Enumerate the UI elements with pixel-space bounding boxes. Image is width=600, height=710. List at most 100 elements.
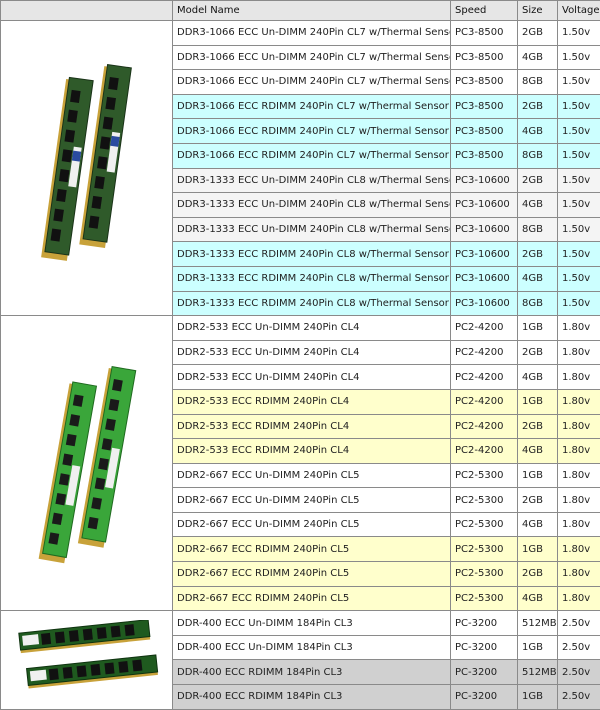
voltage-cell: 1.80v (558, 537, 600, 562)
speed-cell: PC3-8500 (451, 45, 518, 70)
model-name-cell: DDR-400 ECC Un-DIMM 184Pin CL3 (173, 611, 451, 636)
size-cell: 8GB (518, 217, 558, 242)
voltage-cell: 1.80v (558, 488, 600, 513)
voltage-cell: 1.50v (558, 242, 600, 267)
voltage-cell: 1.50v (558, 70, 600, 95)
speed-cell: PC3-10600 (451, 242, 518, 267)
model-name-cell: DDR2-667 ECC Un-DIMM 240Pin CL5 (173, 512, 451, 537)
size-cell: 2GB (518, 168, 558, 193)
speed-cell: PC3-8500 (451, 119, 518, 144)
size-cell: 2GB (518, 414, 558, 439)
speed-cell: PC3-8500 (451, 70, 518, 95)
size-cell: 2GB (518, 562, 558, 587)
speed-cell: PC-3200 (451, 611, 518, 636)
model-name-cell: DDR2-667 ECC RDIMM 240Pin CL5 (173, 562, 451, 587)
speed-cell: PC3-10600 (451, 217, 518, 242)
model-name-cell: DDR2-533 ECC RDIMM 240Pin CL4 (173, 414, 451, 439)
speed-cell: PC2-4200 (451, 316, 518, 341)
model-name-cell: DDR2-533 ECC Un-DIMM 240Pin CL4 (173, 316, 451, 341)
speed-cell: PC2-5300 (451, 537, 518, 562)
size-cell: 1GB (518, 463, 558, 488)
voltage-cell: 1.80v (558, 439, 600, 464)
size-cell: 2GB (518, 488, 558, 513)
voltage-cell: 1.80v (558, 389, 600, 414)
voltage-cell: 1.50v (558, 168, 600, 193)
size-cell: 4GB (518, 119, 558, 144)
size-cell: 1GB (518, 685, 558, 710)
model-name-cell: DDR2-667 ECC Un-DIMM 240Pin CL5 (173, 463, 451, 488)
model-name-cell: DDR2-533 ECC Un-DIMM 240Pin CL4 (173, 365, 451, 390)
model-name-cell: DDR-400 ECC RDIMM 184Pin CL3 (173, 685, 451, 710)
size-cell: 2GB (518, 94, 558, 119)
size-cell: 8GB (518, 70, 558, 95)
model-name-cell: DDR3-1066 ECC RDIMM 240Pin CL7 w/Thermal… (173, 119, 451, 144)
model-name-cell: DDR-400 ECC RDIMM 184Pin CL3 (173, 660, 451, 685)
model-name-cell: DDR2-667 ECC RDIMM 240Pin CL5 (173, 537, 451, 562)
speed-cell: PC2-4200 (451, 389, 518, 414)
size-cell: 512MB (518, 660, 558, 685)
ddr2-memory-module-icon (1, 316, 173, 611)
size-cell: 4GB (518, 193, 558, 218)
header-model-name: Model Name (173, 1, 451, 21)
voltage-cell: 1.50v (558, 21, 600, 46)
model-name-cell: DDR3-1333 ECC RDIMM 240Pin CL8 w/Thermal… (173, 242, 451, 267)
speed-cell: PC3-10600 (451, 266, 518, 291)
size-cell: 2GB (518, 242, 558, 267)
voltage-cell: 1.80v (558, 414, 600, 439)
table-row: DDR3-1066 ECC Un-DIMM 240Pin CL7 w/Therm… (1, 21, 600, 46)
header-row: Model Name Speed Size Voltage (1, 1, 600, 21)
model-name-cell: DDR3-1333 ECC Un-DIMM 240Pin CL8 w/Therm… (173, 193, 451, 218)
model-name-cell: DDR2-533 ECC Un-DIMM 240Pin CL4 (173, 340, 451, 365)
voltage-cell: 1.50v (558, 193, 600, 218)
voltage-cell: 1.50v (558, 94, 600, 119)
speed-cell: PC2-5300 (451, 586, 518, 611)
size-cell: 1GB (518, 316, 558, 341)
model-name-cell: DDR3-1066 ECC Un-DIMM 240Pin CL7 w/Therm… (173, 21, 451, 46)
size-cell: 8GB (518, 143, 558, 168)
model-name-cell: DDR3-1066 ECC Un-DIMM 240Pin CL7 w/Therm… (173, 45, 451, 70)
voltage-cell: 2.50v (558, 635, 600, 660)
size-cell: 1GB (518, 537, 558, 562)
voltage-cell: 1.80v (558, 463, 600, 488)
speed-cell: PC3-8500 (451, 143, 518, 168)
voltage-cell: 1.80v (558, 340, 600, 365)
model-name-cell: DDR3-1333 ECC RDIMM 240Pin CL8 w/Thermal… (173, 266, 451, 291)
model-name-cell: DDR3-1066 ECC Un-DIMM 240Pin CL7 w/Therm… (173, 70, 451, 95)
model-name-cell: DDR3-1333 ECC RDIMM 240Pin CL8 w/Thermal… (173, 291, 451, 316)
speed-cell: PC3-8500 (451, 94, 518, 119)
speed-cell: PC-3200 (451, 635, 518, 660)
model-name-cell: DDR3-1066 ECC RDIMM 240Pin CL7 w/Thermal… (173, 94, 451, 119)
voltage-cell: 1.80v (558, 562, 600, 587)
size-cell: 2GB (518, 21, 558, 46)
speed-cell: PC2-5300 (451, 463, 518, 488)
model-name-cell: DDR3-1333 ECC Un-DIMM 240Pin CL8 w/Therm… (173, 217, 451, 242)
model-name-cell: DDR-400 ECC Un-DIMM 184Pin CL3 (173, 635, 451, 660)
header-image (1, 1, 173, 21)
speed-cell: PC-3200 (451, 660, 518, 685)
voltage-cell: 1.50v (558, 119, 600, 144)
speed-cell: PC2-5300 (451, 562, 518, 587)
voltage-cell: 2.50v (558, 660, 600, 685)
model-name-cell: DDR3-1066 ECC RDIMM 240Pin CL7 w/Thermal… (173, 143, 451, 168)
speed-cell: PC3-10600 (451, 168, 518, 193)
model-name-cell: DDR2-667 ECC Un-DIMM 240Pin CL5 (173, 488, 451, 513)
voltage-cell: 1.80v (558, 365, 600, 390)
size-cell: 4GB (518, 45, 558, 70)
voltage-cell: 2.50v (558, 611, 600, 636)
size-cell: 4GB (518, 512, 558, 537)
speed-cell: PC2-5300 (451, 512, 518, 537)
size-cell: 2GB (518, 340, 558, 365)
header-size: Size (518, 1, 558, 21)
voltage-cell: 1.50v (558, 45, 600, 70)
header-voltage: Voltage (558, 1, 600, 21)
speed-cell: PC2-4200 (451, 365, 518, 390)
size-cell: 4GB (518, 266, 558, 291)
ddr3-memory-module-icon (1, 21, 173, 316)
size-cell: 4GB (518, 586, 558, 611)
size-cell: 512MB (518, 611, 558, 636)
speed-cell: PC2-5300 (451, 488, 518, 513)
voltage-cell: 1.50v (558, 217, 600, 242)
